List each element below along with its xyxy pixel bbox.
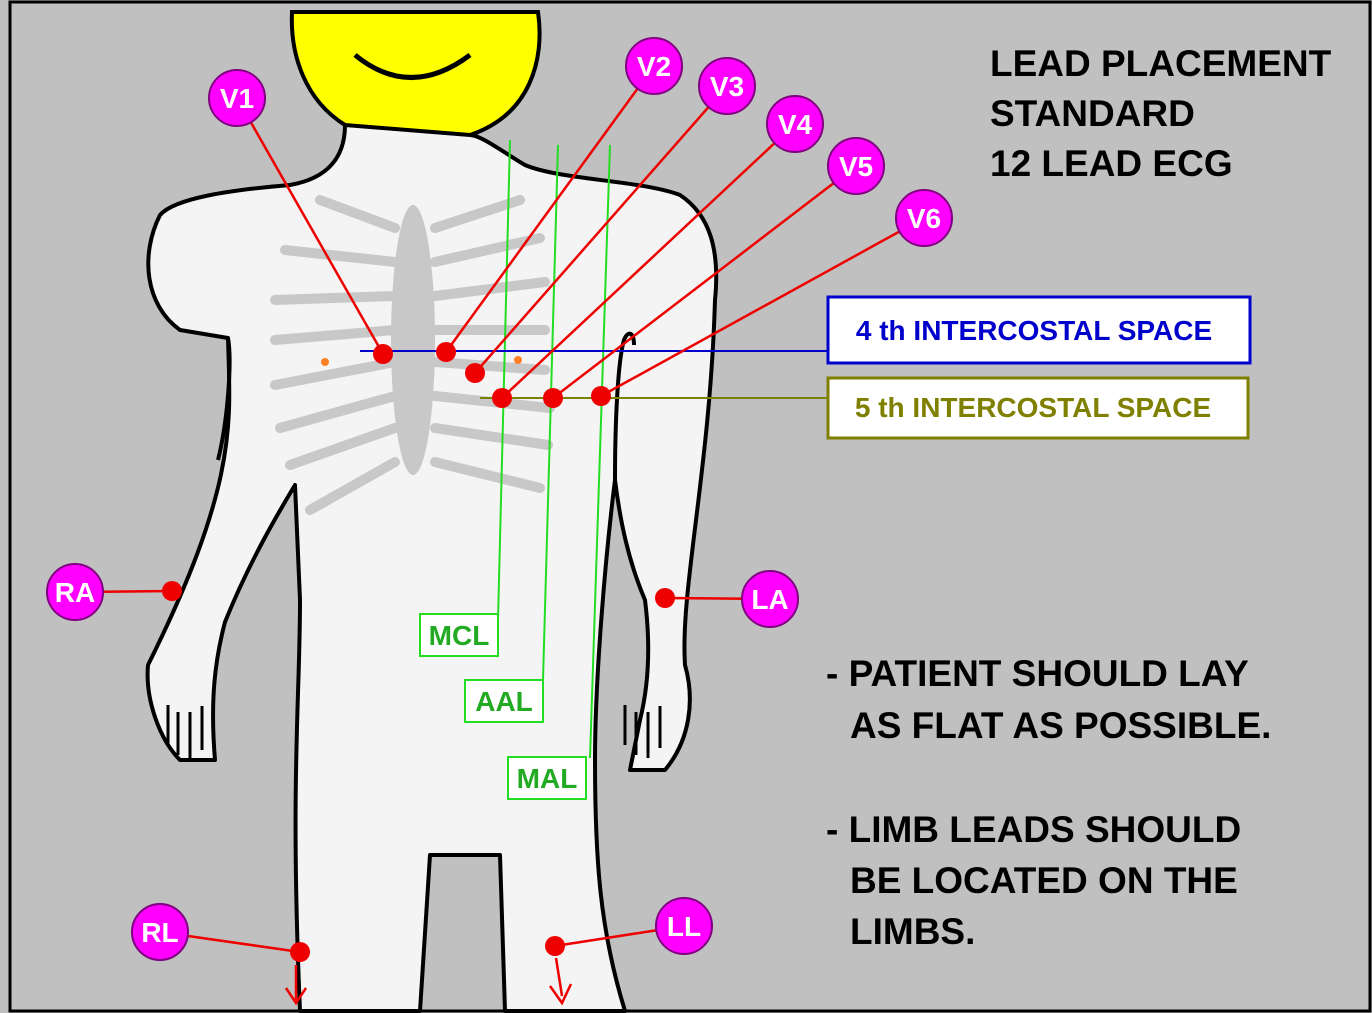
- fifth-space-label: 5 th INTERCOSTAL SPACE: [855, 392, 1211, 423]
- badge-rl-label: RL: [141, 917, 178, 948]
- badge-ra-label: RA: [55, 577, 95, 608]
- badge-rl: RL: [132, 904, 188, 960]
- landmark-dot-left: [514, 356, 522, 364]
- electrode-v6: [591, 386, 611, 406]
- electrode-la: [655, 588, 675, 608]
- badge-v6: V6: [896, 190, 952, 246]
- title-line-1: LEAD PLACEMENT: [990, 43, 1332, 84]
- badge-v2-label: V2: [637, 51, 671, 82]
- electrode-rl: [290, 942, 310, 962]
- note-2-line-2: BE LOCATED ON THE: [850, 860, 1238, 901]
- electrode-v4: [492, 388, 512, 408]
- electrode-v1: [373, 344, 393, 364]
- badge-la-label: LA: [751, 584, 788, 615]
- badge-v1-label: V1: [220, 83, 254, 114]
- electrode-v5: [543, 388, 563, 408]
- note-2-line-1: - LIMB LEADS SHOULD: [826, 809, 1241, 850]
- note-1-line-1: - PATIENT SHOULD LAY: [826, 653, 1249, 694]
- mcl-label: MCL: [429, 620, 490, 651]
- badge-v4: V4: [767, 96, 823, 152]
- sternum: [391, 205, 435, 475]
- badge-v1: V1: [209, 70, 265, 126]
- badge-v5: V5: [828, 138, 884, 194]
- fourth-space-label: 4 th INTERCOSTAL SPACE: [856, 315, 1212, 346]
- electrode-v3: [465, 363, 485, 383]
- badge-v6-label: V6: [907, 203, 941, 234]
- badge-v5-label: V5: [839, 151, 873, 182]
- badge-ll: LL: [656, 898, 712, 954]
- badge-v3: V3: [699, 58, 755, 114]
- badge-v2: V2: [626, 38, 682, 94]
- badge-ll-label: LL: [667, 911, 701, 942]
- note-2-line-3: LIMBS.: [850, 911, 975, 952]
- badge-v4-label: V4: [778, 109, 813, 140]
- aal-label: AAL: [475, 686, 533, 717]
- landmark-dot-right: [321, 358, 329, 366]
- badge-la: LA: [742, 571, 798, 627]
- badge-v3-label: V3: [710, 71, 744, 102]
- mal-label: MAL: [517, 763, 578, 794]
- title-line-3: 12 LEAD ECG: [990, 143, 1233, 184]
- electrode-ra: [162, 581, 182, 601]
- electrode-ll: [545, 936, 565, 956]
- electrode-v2: [436, 342, 456, 362]
- note-1-line-2: AS FLAT AS POSSIBLE.: [850, 705, 1271, 746]
- badge-ra: RA: [47, 564, 103, 620]
- title-line-2: STANDARD: [990, 93, 1195, 134]
